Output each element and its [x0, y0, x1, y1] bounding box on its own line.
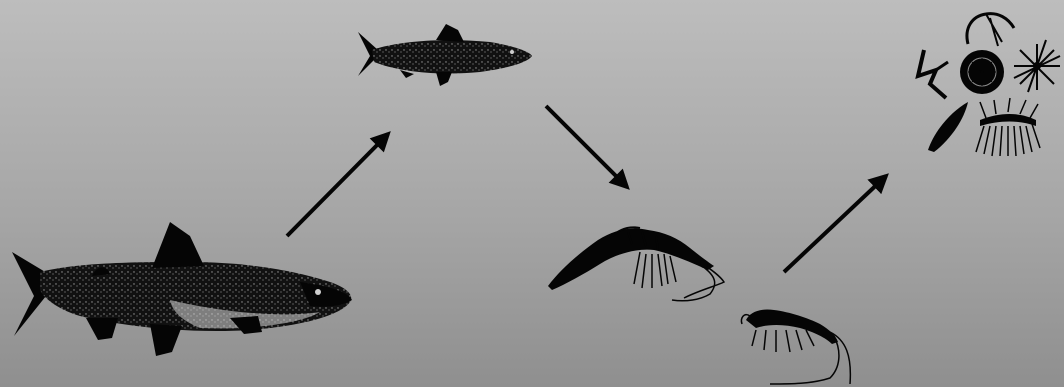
arrow-trout-to-small-fish	[287, 134, 388, 236]
plankton-icon	[918, 14, 1060, 156]
arrow-small-fish-to-shrimp	[546, 106, 627, 187]
shrimp-icon	[548, 227, 724, 300]
small-fish-icon	[358, 24, 532, 86]
large-fish-icon	[12, 222, 352, 356]
amphipod-icon	[741, 309, 850, 384]
arrow-amphipod-to-plankton	[784, 176, 886, 272]
